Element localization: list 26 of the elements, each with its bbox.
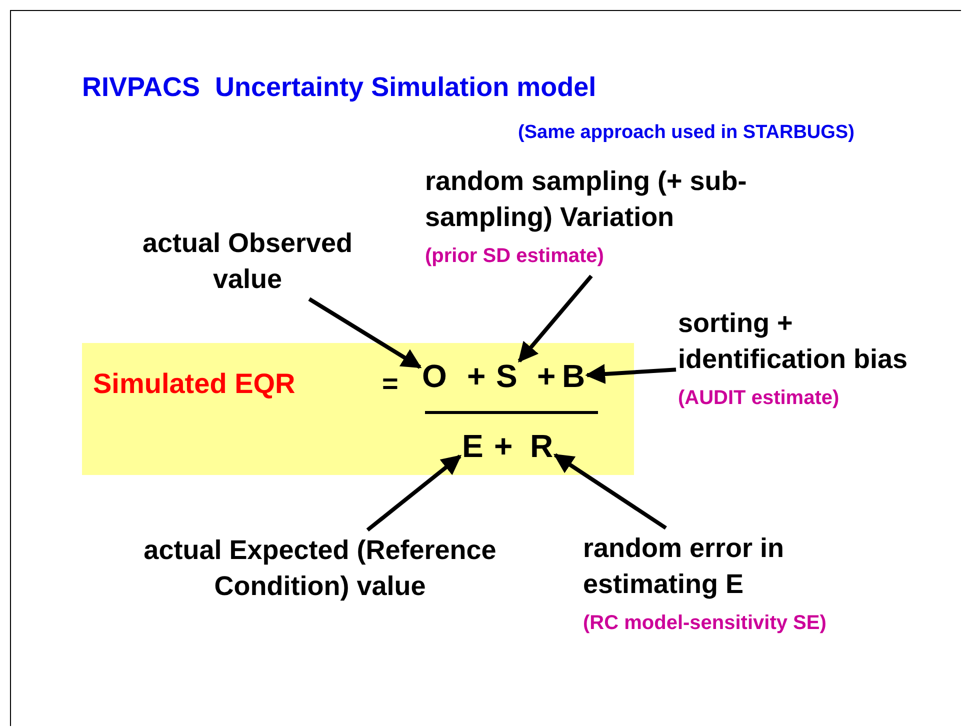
equals-sign: =: [382, 368, 398, 400]
arrow: [366, 454, 462, 532]
annotation-text: random error in estimating E: [583, 533, 784, 599]
formula-term: E: [462, 428, 484, 464]
estimate-note: (RC model-sensitivity SE): [583, 612, 826, 634]
annotation-text: sorting + identification bias: [678, 308, 908, 374]
plus-sign: +: [537, 358, 556, 395]
arrow: [585, 364, 676, 384]
plus-sign: +: [494, 428, 513, 465]
equation-label: Simulated EQR: [93, 368, 296, 400]
plus-sign: +: [467, 358, 486, 395]
formula-term: O: [422, 358, 447, 394]
estimate-note: (prior SD estimate): [425, 245, 604, 267]
arrow: [518, 274, 593, 363]
arrow: [308, 297, 422, 369]
slide-title: RIVPACS Uncertainty Simulation model: [82, 72, 596, 103]
annotation-text: random sampling (+ sub-sampling) Variation: [425, 166, 747, 232]
formula-term: R: [530, 428, 554, 464]
note-text: (Same approach used in STARBUGS): [518, 122, 854, 144]
annotation-text: actual Expected (Reference Condition) value: [144, 535, 496, 601]
annotation-text: actual Observed value: [142, 228, 353, 294]
estimate-note: (AUDIT estimate): [678, 387, 840, 409]
formula-term: S: [496, 358, 518, 394]
highlight-box: [82, 343, 634, 475]
arrow: [553, 453, 667, 530]
formula-term: B: [562, 358, 586, 394]
